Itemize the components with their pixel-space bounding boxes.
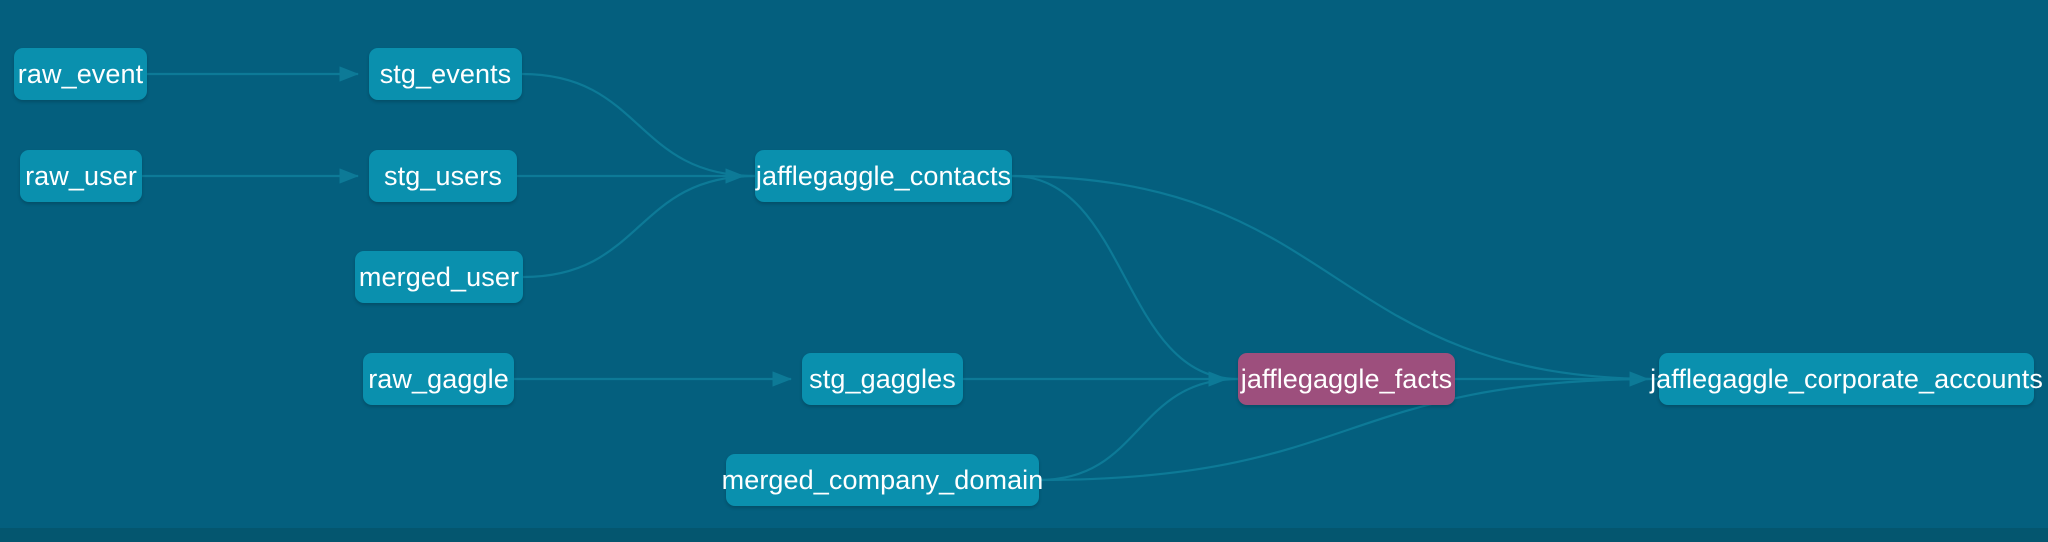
graph-node-stg_gaggles[interactable]: stg_gaggles (802, 353, 963, 405)
graph-node-stg_users[interactable]: stg_users (369, 150, 517, 202)
graph-node-label: merged_user (358, 261, 520, 292)
graph-node-label: raw_event (17, 58, 144, 89)
graph-node-label: stg_events (379, 58, 512, 89)
graph-edge-merged_user-to-jafflegaggle_contacts (522, 174, 756, 279)
graph-edge-merged_company_domain-to-jafflegaggle_facts (1038, 377, 1239, 482)
graph-node-label: stg_gaggles (809, 363, 956, 394)
graph-node-jafflegaggle_facts[interactable]: jafflegaggle_facts (1238, 353, 1455, 405)
graph-node-raw_event[interactable]: raw_event (14, 48, 147, 100)
graph-edge-stg_events-to-jafflegaggle_contacts (521, 72, 756, 178)
graph-node-raw_user[interactable]: raw_user (20, 150, 142, 202)
graph-node-label: raw_user (25, 160, 137, 191)
graph-node-jafflegaggle_corporate_accounts[interactable]: jafflegaggle_corporate_accounts (1650, 353, 2043, 405)
graph-node-jafflegaggle_contacts[interactable]: jafflegaggle_contacts (755, 150, 1012, 202)
graph-node-stg_events[interactable]: stg_events (369, 48, 522, 100)
graph-edge-jafflegaggle_contacts-to-jafflegaggle_facts (1011, 174, 1239, 381)
graph-node-label: merged_company_domain (721, 464, 1044, 495)
graph-node-label: jafflegaggle_contacts (755, 160, 1012, 191)
graph-node-merged_company_domain[interactable]: merged_company_domain (722, 454, 1043, 506)
graph-edge-jafflegaggle_contacts-to-jafflegaggle_corporate_accounts (1011, 174, 1660, 381)
graph-node-label: stg_users (384, 160, 502, 191)
graph-node-merged_user[interactable]: merged_user (355, 251, 523, 303)
graph-node-label: raw_gaggle (368, 363, 509, 394)
graph-node-label: jafflegaggle_corporate_accounts (1650, 363, 2043, 394)
graph-node-label: jafflegaggle_facts (1240, 363, 1453, 394)
graph-node-raw_gaggle[interactable]: raw_gaggle (363, 353, 514, 405)
canvas-bottom-band (0, 528, 2048, 542)
